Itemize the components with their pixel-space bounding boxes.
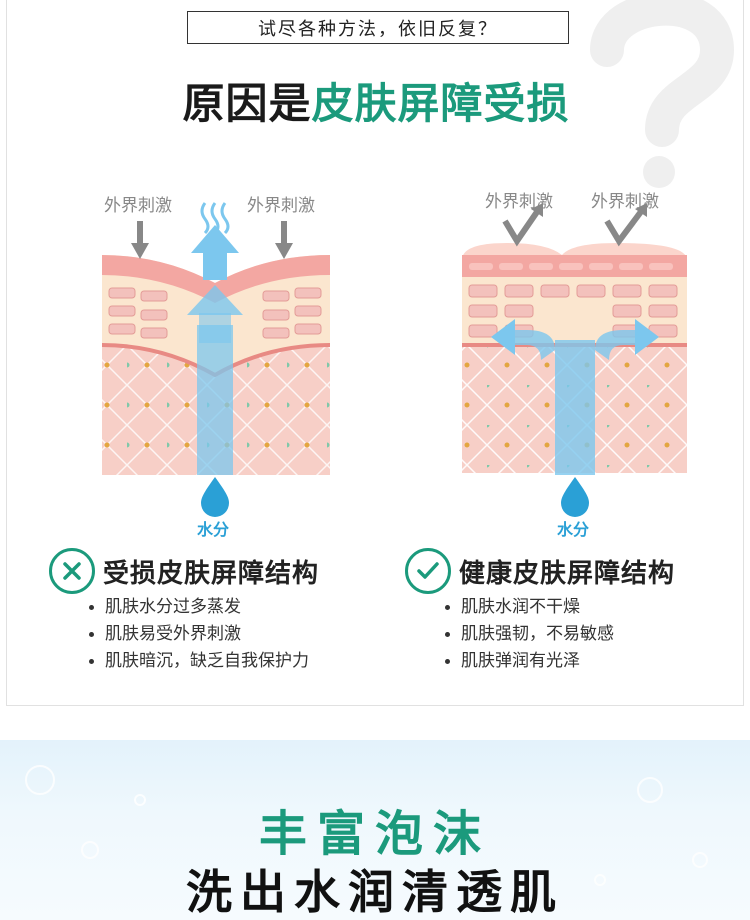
water-label: 水分 xyxy=(197,520,230,539)
healthy-skin-illustration xyxy=(462,203,687,517)
healthy-bullet-list: 肌肤水润不干燥 肌肤强韧，不易敏感 肌肤弹润有光泽 xyxy=(443,594,614,675)
list-item: 肌肤水分过多蒸发 xyxy=(87,594,309,621)
list-item: 肌肤水润不干燥 xyxy=(443,594,614,621)
bubbles-decoration xyxy=(25,765,708,886)
headline-part2: 皮肤屏障受损 xyxy=(311,79,570,128)
cross-icon xyxy=(49,548,95,594)
foam-subheadline: 洗出水润清透肌 xyxy=(186,865,564,919)
foam-banner-background xyxy=(0,740,750,920)
healthy-skin-diagram: 外界刺激 外界刺激 水分 xyxy=(447,185,747,545)
healthy-structure-heading: 健康皮肤屏障结构 xyxy=(405,548,675,594)
question-mark-decoration xyxy=(590,0,735,188)
damaged-skin-illustration xyxy=(101,202,331,517)
foam-headline: 丰富泡沫 xyxy=(258,806,491,862)
headline-part1: 原因是 xyxy=(182,79,312,128)
damaged-structure-heading: 受损皮肤屏障结构 xyxy=(49,548,319,594)
list-item: 肌肤易受外界刺激 xyxy=(87,621,309,648)
stimulus-right-label: 外界刺激 xyxy=(247,196,315,216)
list-item: 肌肤强韧，不易敏感 xyxy=(443,621,614,648)
damaged-bullet-list: 肌肤水分过多蒸发 肌肤易受外界刺激 肌肤暗沉，缺乏自我保护力 xyxy=(87,594,309,675)
info-card: 试尽各种方法，依旧反复？ 原因是皮肤屏障受损 xyxy=(6,0,744,706)
water-label: 水分 xyxy=(557,520,590,539)
headline: 原因是皮肤屏障受损 xyxy=(7,80,745,128)
healthy-structure-title: 健康皮肤屏障结构 xyxy=(459,558,676,589)
list-item: 肌肤弹润有光泽 xyxy=(443,648,614,675)
check-icon xyxy=(405,548,451,594)
stimulus-left-label: 外界刺激 xyxy=(104,196,172,216)
damaged-skin-diagram: 外界刺激 外界刺激 水分 xyxy=(87,185,387,545)
stimulus-left-label: 外界刺激 xyxy=(485,192,553,212)
stimulus-right-label: 外界刺激 xyxy=(591,192,659,212)
list-item: 肌肤暗沉，缺乏自我保护力 xyxy=(87,648,309,675)
tagline-box: 试尽各种方法，依旧反复？ xyxy=(187,11,569,44)
damaged-structure-title: 受损皮肤屏障结构 xyxy=(103,558,320,589)
